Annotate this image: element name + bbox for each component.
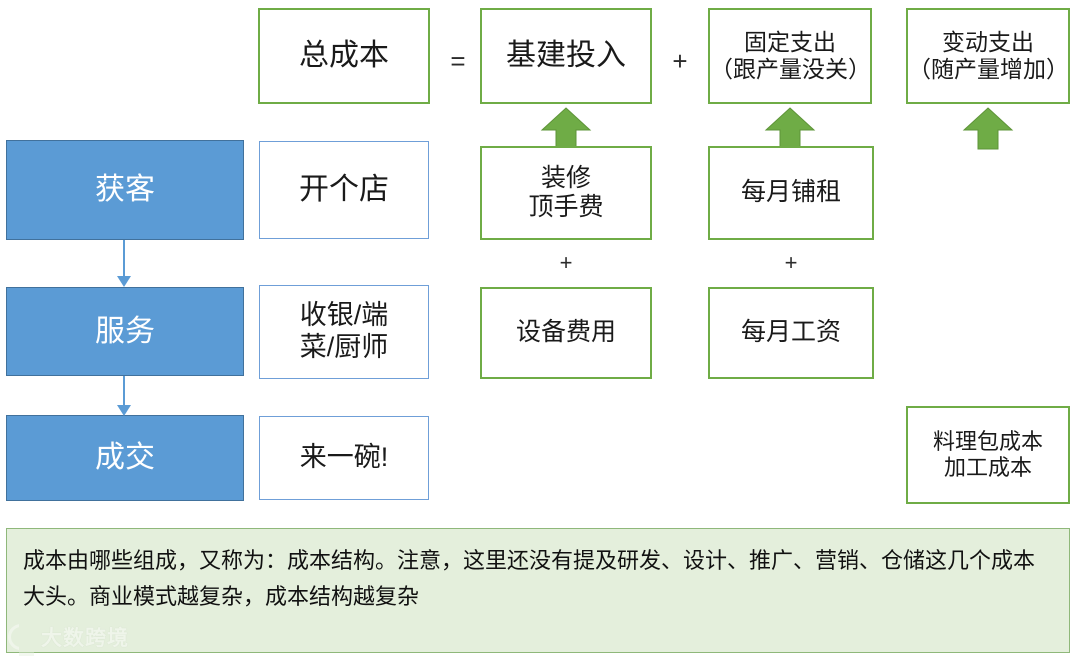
- funnel-stage-acquisition: 获客: [6, 140, 244, 240]
- caption-text: 成本由哪些组成，又称为：成本结构。注意，这里还没有提及研发、设计、推广、营销、仓…: [23, 548, 1036, 609]
- fixed-item-rent: 每月铺租: [708, 146, 874, 240]
- operator-plus-capex: +: [559, 250, 573, 275]
- funnel-stage-acquisition-label: 获客: [95, 173, 155, 207]
- fixed-item-salary: 每月工资: [708, 287, 874, 379]
- box-total-cost-label: 总成本: [299, 39, 389, 73]
- box-fixed-cost-total-label: 固定支出 （跟产量没关）: [710, 28, 871, 82]
- funnel-example-order: 来一碗!: [259, 416, 429, 500]
- fixed-item-salary-label: 每月工资: [740, 318, 841, 347]
- up-arrow-icon-variable: [962, 107, 1014, 150]
- funnel-example-order-label: 来一碗!: [299, 442, 389, 473]
- funnel-stage-conversion: 成交: [6, 415, 244, 501]
- box-fixed-cost-total: 固定支出 （跟产量没关）: [708, 8, 872, 104]
- funnel-example-staff-label: 收银/端 菜/厨师: [299, 300, 389, 362]
- funnel-stage-conversion-label: 成交: [95, 441, 155, 475]
- box-total-cost: 总成本: [258, 8, 430, 104]
- variable-item-meal-kit: 料理包成本 加工成本: [906, 406, 1070, 504]
- funnel-example-open-store: 开个店: [259, 141, 429, 239]
- up-arrow-icon-capex: [540, 107, 592, 150]
- capex-item-equipment-label: 设备费用: [515, 318, 616, 347]
- capex-item-renovation: 装修 顶手费: [480, 146, 652, 240]
- box-variable-cost-total-label: 变动支出 （随产量增加）: [908, 28, 1069, 82]
- funnel-example-open-store-label: 开个店: [299, 173, 389, 207]
- box-capex-total: 基建投入: [480, 8, 652, 104]
- funnel-stage-service-label: 服务: [95, 314, 155, 348]
- capex-item-equipment: 设备费用: [480, 287, 652, 379]
- operator-plus-fixed: +: [784, 250, 798, 275]
- connector-arrow-acquisition-to-service: [117, 240, 131, 287]
- up-arrow-icon-fixed: [764, 107, 816, 150]
- funnel-stage-service: 服务: [6, 287, 244, 376]
- box-capex-total-label: 基建投入: [506, 39, 626, 73]
- operator-plus-top-1: +: [672, 46, 688, 76]
- caption-panel: 成本由哪些组成，又称为：成本结构。注意，这里还没有提及研发、设计、推广、营销、仓…: [6, 528, 1070, 653]
- fixed-item-rent-label: 每月铺租: [740, 178, 841, 207]
- box-variable-cost-total: 变动支出 （随产量增加）: [906, 8, 1070, 104]
- connector-arrow-service-to-conversion: [117, 376, 131, 416]
- variable-item-meal-kit-label: 料理包成本 加工成本: [932, 429, 1043, 480]
- funnel-example-staff: 收银/端 菜/厨师: [259, 285, 429, 379]
- operator-equals: =: [450, 46, 466, 76]
- capex-item-renovation-label: 装修 顶手费: [528, 163, 604, 222]
